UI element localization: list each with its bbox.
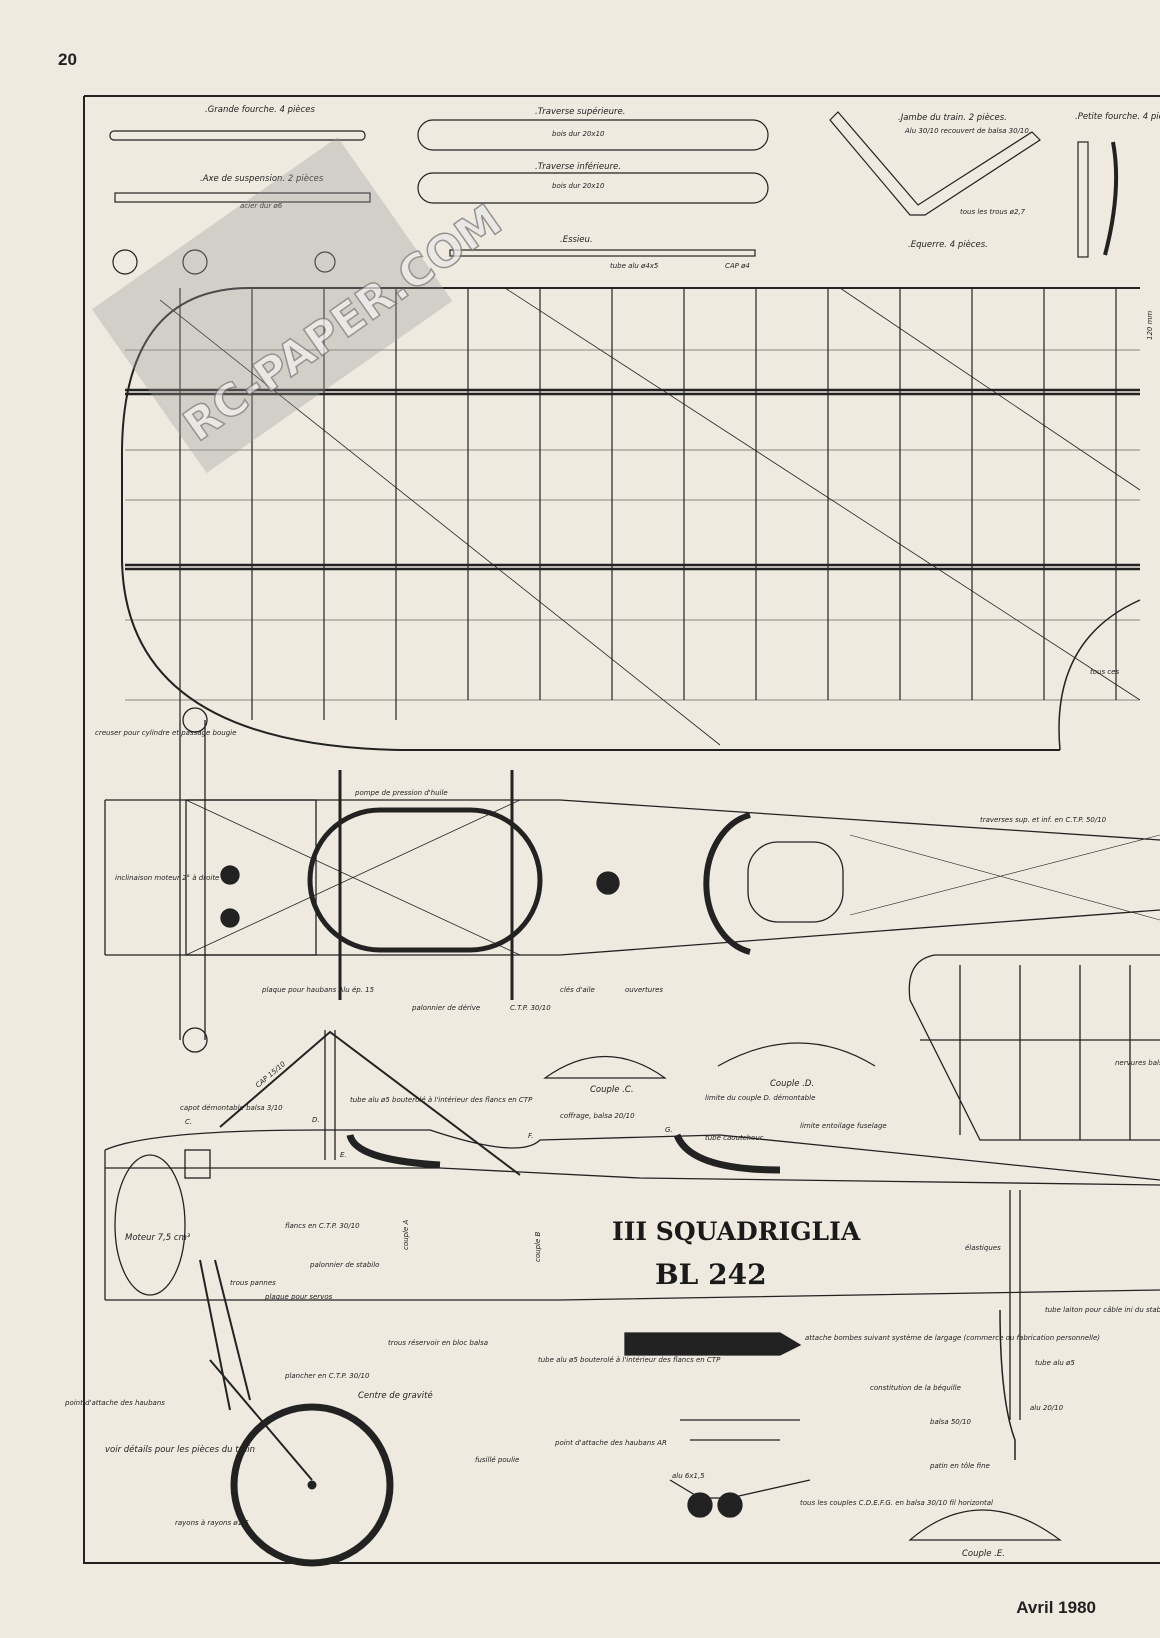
tail-plan: [908, 954, 1160, 1141]
label-alu-20: alu 20/10: [1030, 1404, 1064, 1412]
label-traverse-inferieure: .Traverse inférieure.: [535, 161, 621, 172]
label-plaque-servos: plaque pour servos: [264, 1293, 333, 1301]
label-axe-suspension: .Axe de suspension. 2 pièces: [200, 173, 324, 184]
label-attache-bombe: attache bombes suivant système de largag…: [805, 1334, 1100, 1342]
label-coffrage: coffrage, balsa 20/10: [560, 1112, 635, 1120]
label-pompe: pompe de pression d'huile: [354, 789, 448, 797]
label-equerre: .Equerre. 4 pièces.: [908, 239, 988, 250]
label-point-c: C.: [185, 1118, 192, 1126]
label-tube-alu5: tube alu ø5 bouterolé à l'intérieur des …: [350, 1096, 533, 1104]
label-patin: patin en tôle fine: [929, 1462, 990, 1470]
label-couple-e: Couple .E.: [962, 1549, 1005, 1559]
label-point-haubans: point d'attache des haubans: [64, 1399, 165, 1407]
label-tube-alu-bequille: tube alu ø5: [1035, 1359, 1075, 1367]
fuselage-side-view: [104, 1030, 1160, 1518]
label-inclinaison: inclinaison moteur 2° à droite: [115, 874, 219, 882]
wheel: [230, 1403, 394, 1567]
label-traverse-superieure: .Traverse supérieure.: [535, 106, 625, 117]
marking-bl242: BL 242: [655, 1258, 767, 1291]
label-entoilage: limite entoilage fuselage: [800, 1122, 887, 1130]
label-couple-d: Couple .D.: [770, 1079, 814, 1089]
couple-d-shape: [717, 1042, 876, 1067]
label-reservoir: trous réservoir en bloc balsa: [388, 1339, 488, 1347]
label-cable: CAP 15/10: [254, 1060, 287, 1090]
issue-date: Avril 1980: [1016, 1598, 1096, 1617]
label-cles-aile: clés d'aile: [560, 986, 595, 994]
label-cap: CAP ø4: [725, 262, 750, 270]
label-couple-c: Couple .C.: [590, 1085, 634, 1095]
couple-c-shape: [543, 1055, 667, 1079]
label-bois-dur-1: bois dur 20x10: [552, 130, 605, 138]
label-ctp: C.T.P. 30/10: [510, 1004, 551, 1012]
fuselage-top-view: [104, 707, 1160, 1053]
label-tous-ces: tous ces: [1090, 668, 1119, 676]
wing-plan: [120, 287, 1141, 751]
label-bois-dur-2: bois dur 20x10: [552, 182, 605, 190]
label-tube-caoutchouc: tube caoutchouc: [705, 1134, 764, 1142]
label-plaque-haubans: plaque pour haubans Alu ép. 15: [261, 986, 375, 994]
plan-frame: [83, 95, 1160, 1564]
label-point-e: E.: [340, 1151, 347, 1159]
label-couple-a: couple A: [402, 1220, 410, 1250]
label-dim-120: 120 mm: [1146, 311, 1154, 340]
label-constitution: constitution de la béquille: [870, 1384, 961, 1392]
label-alu-ep: alu 6x1,5: [672, 1472, 705, 1480]
label-essieu: .Essieu.: [560, 235, 593, 245]
page-number: 20: [58, 50, 77, 69]
label-acier: acier dur ø6: [240, 202, 283, 210]
label-limite-d: limite du couple D. démontable: [705, 1094, 815, 1102]
label-tous-trous: tous les trous ø2,7: [960, 208, 1026, 216]
label-nervures: nervures balsa 20/10: [1115, 1059, 1160, 1067]
label-creuser: creuser pour cylindre et passage bougie: [95, 729, 236, 737]
couple-e-shape: [908, 1509, 1062, 1541]
label-palonnier-stab: palonnier de stabilo: [309, 1261, 379, 1269]
label-trous-pannes: trous pannes: [230, 1279, 276, 1287]
label-details-train: voir détails pour les pièces du train: [105, 1444, 255, 1455]
label-moteur: Moteur 7,5 cm³: [125, 1233, 191, 1243]
label-point-g: G.: [665, 1126, 673, 1134]
label-plancher: plancher en C.T.P. 30/10: [284, 1372, 370, 1380]
label-elastiques: élastiques: [965, 1244, 1001, 1252]
label-centre-gravite: Centre de gravité: [358, 1390, 433, 1401]
label-poulie: fusillé poulie: [475, 1456, 519, 1464]
label-palonnier-derive: palonnier de dérive: [411, 1004, 480, 1012]
label-tube-alu-flancs: tube alu ø5 bouterolé à l'intérieur des …: [538, 1356, 721, 1364]
label-jambe-note: Alu 30/10 recouvert de balsa 30/10.: [904, 127, 1031, 135]
label-flancs: flancs en C.T.P. 30/10: [285, 1222, 360, 1230]
label-couples-note: tous les couples C.D.E.F.G. en balsa 30/…: [800, 1499, 993, 1507]
parts-details: [109, 111, 1119, 275]
marking-squadriglia: III SQUADRIGLIA: [612, 1217, 861, 1246]
side-view-labels: capot démontable balsa 3/10 tube alu ø5 …: [64, 1060, 1160, 1527]
label-traverses: traverses sup. et inf. en C.T.P. 50/10: [980, 816, 1107, 824]
wheel-hub: [307, 1480, 317, 1490]
label-point-d: D.: [312, 1116, 320, 1124]
label-couple-b: couple B: [534, 1232, 542, 1262]
label-point-attache: point d'attache des haubans AR: [554, 1439, 667, 1447]
label-rayons: rayons à rayons ø1,5: [175, 1519, 249, 1527]
label-point-f: F.: [528, 1132, 533, 1140]
watermark: RC-PAPER.COM: [91, 137, 512, 474]
label-capot: capot démontable balsa 3/10: [180, 1104, 283, 1112]
label-jambe-train: .Jambe du train. 2 pièces.: [898, 112, 1007, 123]
label-tube-alu: tube alu ø4x5: [610, 262, 659, 270]
label-tube-laiton: tube laiton pour câble ini du stabilo: [1045, 1306, 1160, 1314]
label-balsa-50: balsa 50/10: [930, 1418, 972, 1426]
label-grande-fourche: .Grande fourche. 4 pièces: [205, 104, 315, 115]
label-ouvertures: ouvertures: [625, 986, 663, 994]
label-petite-fourche: .Petite fourche. 4 pièces.: [1075, 111, 1160, 122]
